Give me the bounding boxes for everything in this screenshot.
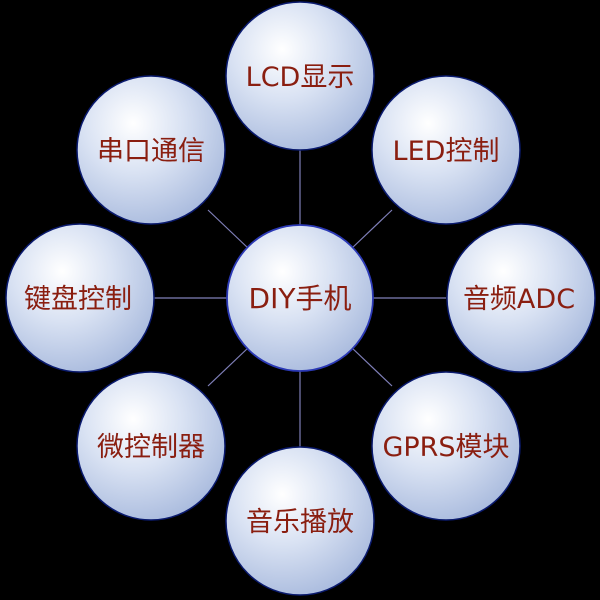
node-serial: 串口通信 — [76, 75, 226, 225]
node-keyboard-label: 键盘控制 — [24, 284, 132, 315]
node-lcd-bubble — [225, 1, 375, 151]
node-lcd-label: LCD显示 — [246, 62, 355, 93]
node-serial-label: 串口通信 — [97, 136, 205, 167]
node-keyboard-bubble — [5, 223, 155, 373]
node-gprs: GPRS模块 — [371, 371, 521, 521]
node-gprs-bubble — [371, 371, 521, 521]
node-led: LED控制 — [371, 75, 521, 225]
node-mcu: 微控制器 — [76, 371, 226, 521]
node-mcu-bubble — [76, 371, 226, 521]
node-led-label: LED控制 — [393, 136, 500, 167]
center-node: DIY手机 — [226, 224, 374, 372]
center-node-bubble — [226, 224, 374, 372]
connector-group — [154, 150, 446, 452]
center-node-label: DIY手机 — [249, 282, 352, 315]
node-led-bubble — [371, 75, 521, 225]
connector-mcu — [207, 346, 250, 387]
node-music: 音乐播放 — [225, 446, 375, 596]
node-audio-adc-bubble — [446, 223, 596, 373]
node-serial-bubble — [76, 75, 226, 225]
node-music-label: 音乐播放 — [246, 507, 354, 538]
node-mcu-label: 微控制器 — [97, 432, 205, 463]
node-keyboard: 键盘控制 — [5, 223, 155, 373]
node-music-bubble — [225, 446, 375, 596]
connector-serial — [207, 209, 250, 250]
connector-led — [350, 209, 393, 250]
node-audio-adc-label: 音频ADC — [463, 284, 575, 315]
node-gprs-label: GPRS模块 — [382, 432, 509, 463]
node-lcd: LCD显示 — [225, 1, 375, 151]
node-audio-adc: 音频ADC — [446, 223, 596, 373]
connector-gprs — [350, 346, 393, 387]
